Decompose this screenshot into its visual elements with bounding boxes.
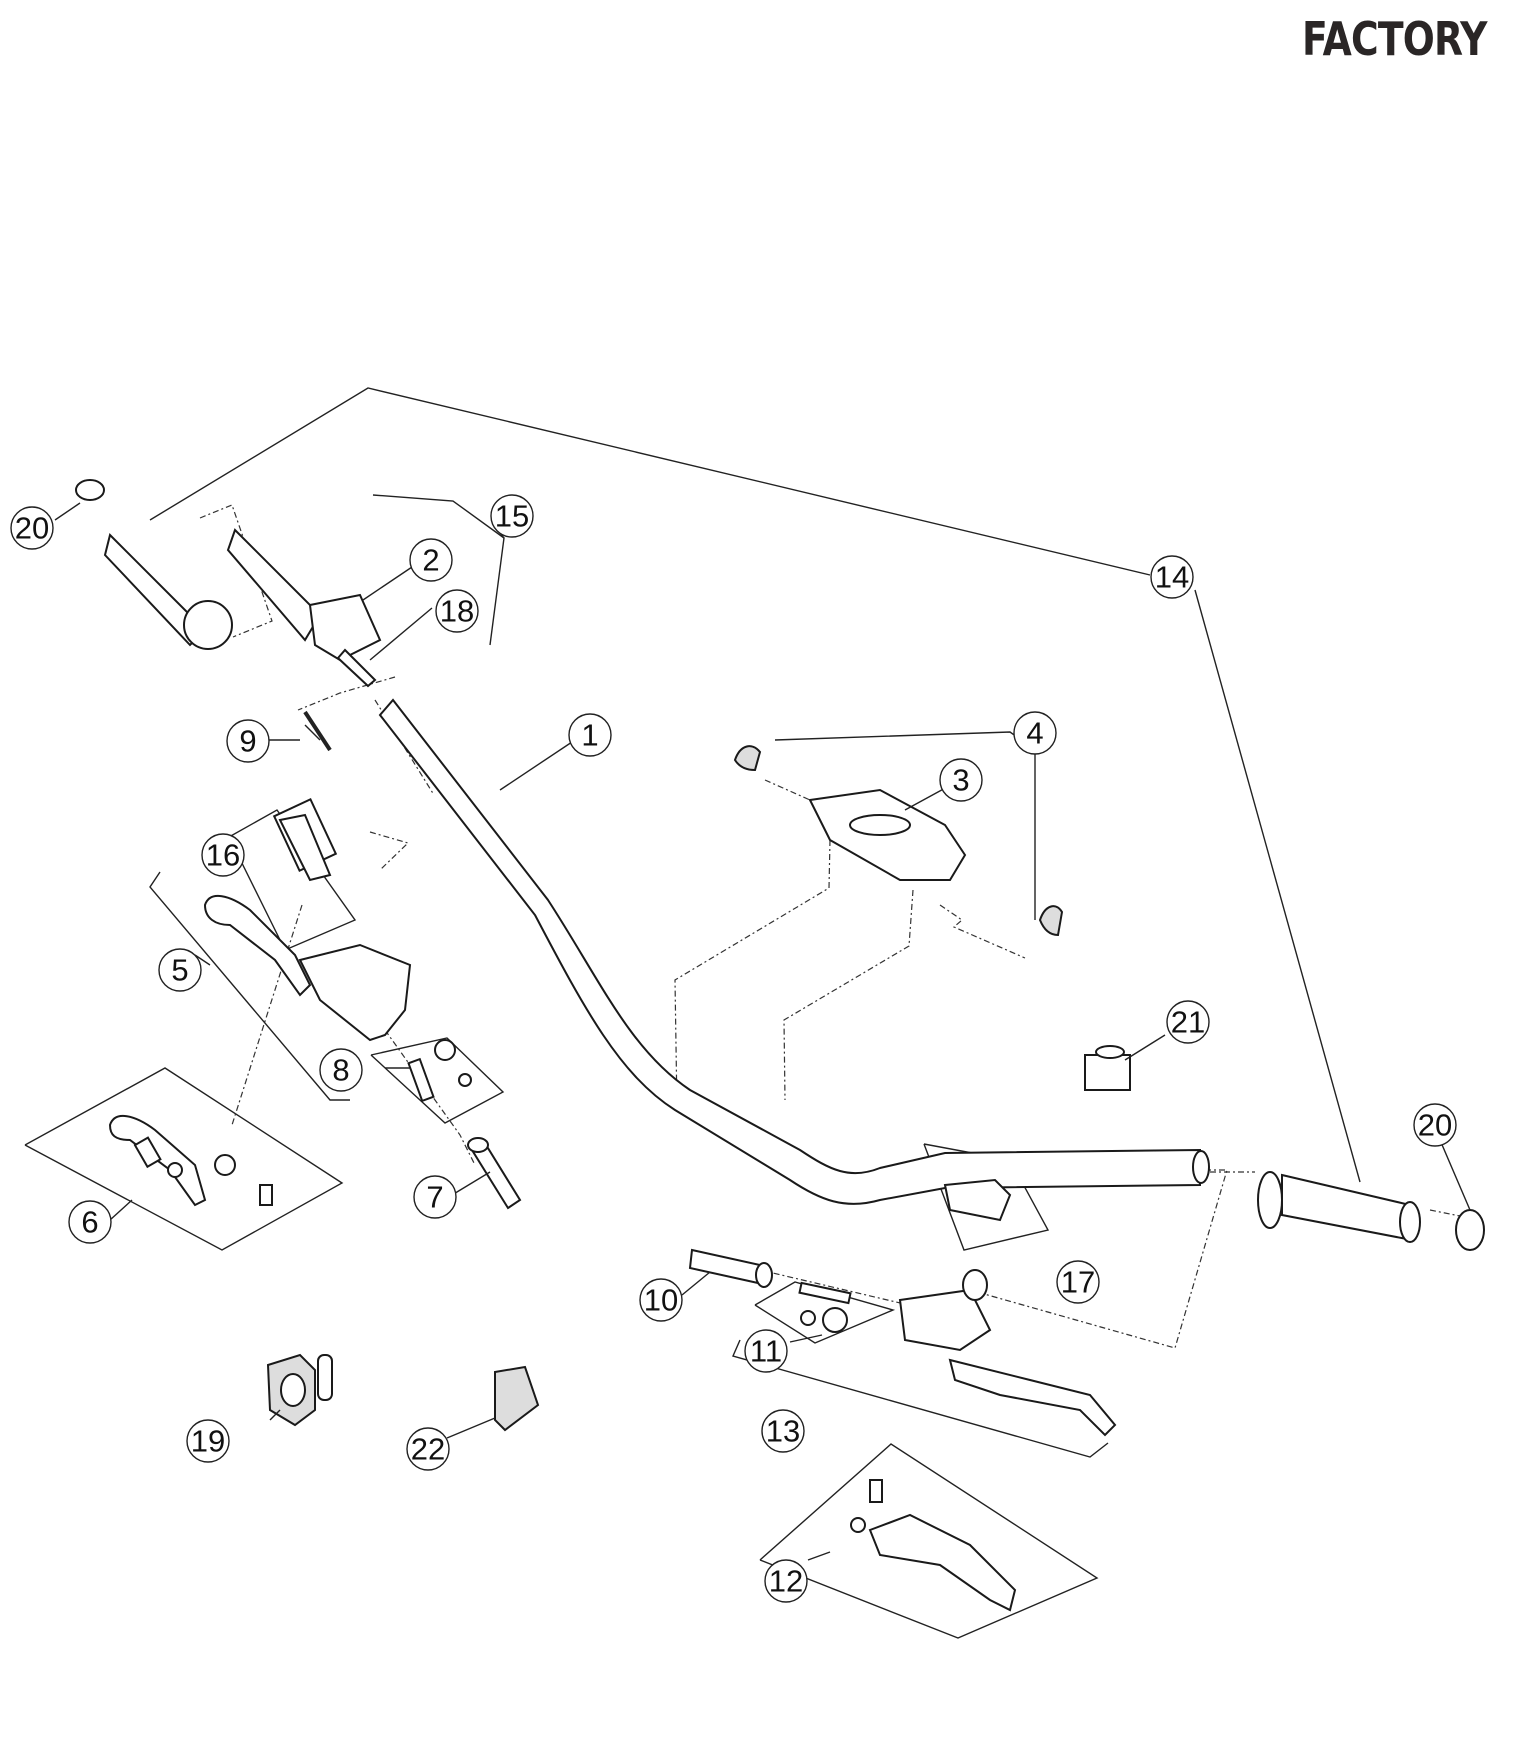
callout-4[interactable]: 4: [1013, 711, 1057, 755]
callout-17[interactable]: 17: [1056, 1260, 1100, 1304]
svg-text:16: 16: [206, 838, 240, 873]
fluid-pack-part: [494, 1365, 540, 1432]
svg-text:20: 20: [15, 511, 49, 546]
assembly-lines: [199, 504, 1481, 1349]
svg-text:17: 17: [1061, 1265, 1095, 1300]
callout-15[interactable]: 15: [490, 494, 534, 538]
left-lever-kit-part: [108, 1115, 273, 1207]
brand-logo: FACTORY: [1302, 12, 1487, 66]
svg-text:4: 4: [1026, 716, 1043, 751]
svg-text:22: 22: [411, 1432, 445, 1467]
callout-11[interactable]: 11: [744, 1329, 788, 1373]
callout-3[interactable]: 3: [939, 758, 983, 802]
callout-2[interactable]: 2: [409, 538, 453, 582]
callout-13[interactable]: 13: [761, 1409, 805, 1453]
piston-kit-right-part: [798, 1281, 852, 1333]
clamp-part: [733, 745, 1064, 937]
svg-text:13: 13: [766, 1414, 800, 1449]
handlebar-part: [378, 698, 1210, 1205]
svg-text:11: 11: [750, 1334, 782, 1369]
switch-part: [266, 1353, 333, 1427]
callout-12[interactable]: 12: [764, 1559, 808, 1603]
callout-19[interactable]: 19: [186, 1419, 230, 1463]
callout-16[interactable]: 16: [201, 833, 245, 877]
callout-9[interactable]: 9: [226, 719, 270, 763]
svg-text:10: 10: [644, 1283, 678, 1318]
callout-20-left[interactable]: 20: [10, 506, 54, 550]
sleeve-left-part: [467, 1137, 522, 1210]
callout-18[interactable]: 18: [435, 589, 479, 633]
left-grip-part: [75, 479, 233, 650]
callout-21[interactable]: 21: [1166, 1000, 1210, 1044]
svg-text:2: 2: [422, 543, 439, 578]
callout-1[interactable]: 1: [568, 713, 612, 757]
svg-text:18: 18: [440, 594, 474, 629]
svg-text:9: 9: [239, 724, 256, 759]
callout-6[interactable]: 6: [68, 1200, 112, 1244]
svg-text:19: 19: [191, 1424, 225, 1459]
svg-text:21: 21: [1171, 1005, 1205, 1040]
reservoir-cover-left-part: [278, 813, 332, 882]
svg-text:6: 6: [81, 1205, 98, 1240]
piston-kit-left-part: [407, 1039, 472, 1103]
svg-text:14: 14: [1155, 560, 1189, 595]
callout-20-right[interactable]: 20: [1413, 1103, 1457, 1147]
svg-text:8: 8: [332, 1053, 349, 1088]
callout-22[interactable]: 22: [406, 1427, 450, 1471]
svg-text:1: 1: [581, 718, 598, 753]
right-lever-kit-part: [850, 1479, 1017, 1612]
sleeve-right-part: [688, 1248, 773, 1288]
callout-leaders: [54, 502, 1471, 1561]
callout-5[interactable]: 5: [158, 948, 202, 992]
throttle-part: [226, 528, 382, 741]
pin-part: [303, 710, 332, 752]
right-grip-part: [1257, 1171, 1485, 1251]
svg-text:12: 12: [769, 1564, 803, 1599]
svg-text:5: 5: [171, 953, 188, 988]
callout-14[interactable]: 14: [1150, 555, 1194, 599]
callout-7[interactable]: 7: [413, 1175, 457, 1219]
reservoir-cover-right-part: [943, 1178, 1012, 1222]
switch-small-part: [1084, 1045, 1131, 1091]
right-master-cylinder-part: [898, 1269, 1117, 1437]
svg-text:20: 20: [1418, 1108, 1452, 1143]
svg-text:15: 15: [495, 499, 529, 534]
svg-text:7: 7: [426, 1180, 443, 1215]
svg-text:3: 3: [952, 763, 969, 798]
callout-10[interactable]: 10: [639, 1278, 683, 1322]
callout-8[interactable]: 8: [319, 1048, 363, 1092]
